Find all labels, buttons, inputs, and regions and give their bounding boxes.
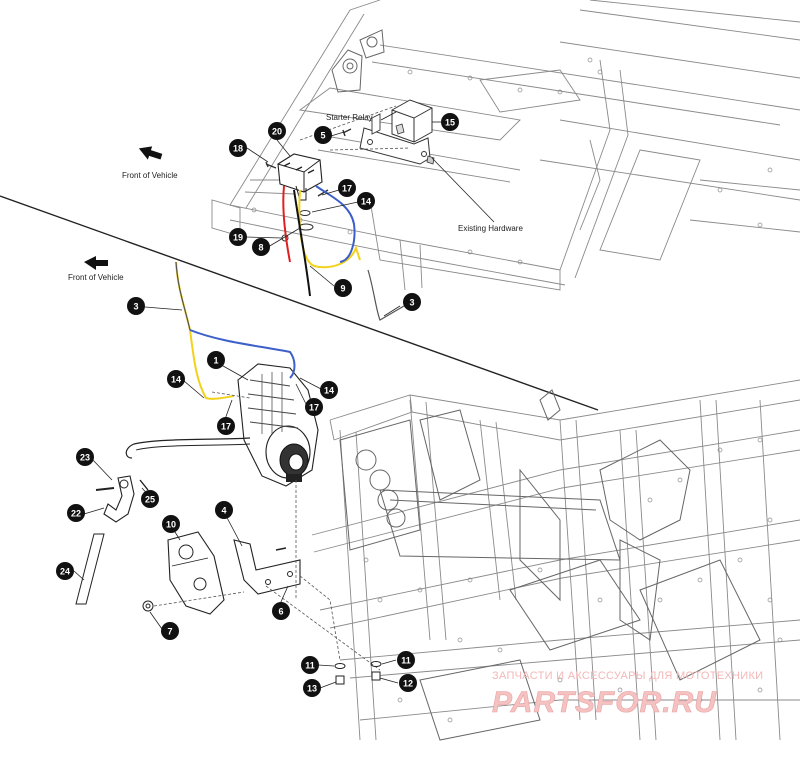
svg-text:18: 18 bbox=[233, 144, 243, 154]
callout-9: 9 bbox=[334, 279, 352, 297]
svg-text:9: 9 bbox=[340, 284, 345, 294]
bolt-hardware-part bbox=[334, 661, 382, 685]
upper-leader-lines bbox=[245, 111, 495, 317]
svg-text:12: 12 bbox=[403, 679, 413, 689]
svg-text:22: 22 bbox=[71, 509, 81, 519]
front-of-vehicle-label-top: Front of Vehicle bbox=[122, 171, 178, 180]
front-of-vehicle-label-left: Front of Vehicle bbox=[68, 273, 124, 282]
callout-20: 20 bbox=[268, 122, 286, 140]
callout-markers: 20 18 5 15 17 14 19 8 9 3 3 1 14 14 17 1… bbox=[56, 113, 459, 697]
callout-17-left: 17 bbox=[217, 417, 235, 435]
svg-text:15: 15 bbox=[445, 118, 455, 128]
svg-text:11: 11 bbox=[401, 656, 411, 666]
svg-text:8: 8 bbox=[258, 243, 263, 253]
svg-text:14: 14 bbox=[324, 386, 334, 396]
lower-wiring bbox=[175, 261, 296, 400]
winch-assembly-part bbox=[125, 363, 319, 487]
svg-text:5: 5 bbox=[320, 131, 325, 141]
svg-text:24: 24 bbox=[60, 567, 70, 577]
callout-15: 15 bbox=[441, 113, 459, 131]
callout-17-top: 17 bbox=[338, 179, 356, 197]
lower-chassis-frame bbox=[311, 379, 800, 741]
callout-11-right: 11 bbox=[397, 651, 415, 669]
svg-text:7: 7 bbox=[167, 627, 172, 637]
callout-14-left: 14 bbox=[167, 370, 185, 388]
svg-text:6: 6 bbox=[278, 607, 283, 617]
svg-text:17: 17 bbox=[342, 184, 352, 194]
callout-1: 1 bbox=[207, 351, 225, 369]
front-arrow-icon-left bbox=[84, 256, 108, 270]
callout-7: 7 bbox=[161, 622, 179, 640]
svg-text:11: 11 bbox=[305, 661, 315, 671]
callout-25: 25 bbox=[141, 490, 159, 508]
svg-text:14: 14 bbox=[361, 197, 371, 207]
winch-hook-part bbox=[75, 475, 149, 605]
assembly-dashes bbox=[153, 391, 381, 671]
mount-bracket-10-part bbox=[142, 531, 225, 615]
watermark-logo-text: PARTSFOR.RU bbox=[492, 686, 717, 719]
upper-chassis-frame bbox=[211, 0, 800, 291]
svg-text:23: 23 bbox=[80, 453, 90, 463]
callout-22: 22 bbox=[67, 504, 85, 522]
starter-relay-part bbox=[359, 99, 435, 165]
mount-plate-4-part bbox=[233, 539, 301, 595]
starter-relay-label: Starter Relay bbox=[326, 113, 373, 122]
winch-contactor-part bbox=[265, 128, 352, 242]
callout-18: 18 bbox=[229, 139, 247, 157]
callout-10: 10 bbox=[162, 515, 180, 533]
svg-text:13: 13 bbox=[307, 684, 317, 694]
callout-13: 13 bbox=[303, 679, 321, 697]
svg-text:4: 4 bbox=[221, 506, 226, 516]
watermark-tagline: ЗАПЧАСТИ И АКСЕССУАРЫ ДЛЯ МОТОТЕХНИКИ bbox=[492, 670, 763, 682]
callout-12: 12 bbox=[399, 674, 417, 692]
svg-text:25: 25 bbox=[145, 495, 155, 505]
svg-text:1: 1 bbox=[213, 356, 218, 366]
callout-5: 5 bbox=[314, 126, 332, 144]
svg-text:14: 14 bbox=[171, 375, 181, 385]
svg-text:3: 3 bbox=[133, 302, 138, 312]
callout-3-top: 3 bbox=[403, 293, 421, 311]
svg-text:17: 17 bbox=[221, 422, 231, 432]
callout-4: 4 bbox=[215, 501, 233, 519]
section-divider-line bbox=[0, 195, 599, 411]
callout-23: 23 bbox=[76, 448, 94, 466]
upper-wiring bbox=[282, 185, 405, 321]
callout-19: 19 bbox=[229, 228, 247, 246]
callout-14-top: 14 bbox=[357, 192, 375, 210]
svg-text:17: 17 bbox=[309, 403, 319, 413]
callout-6: 6 bbox=[272, 602, 290, 620]
svg-text:10: 10 bbox=[166, 520, 176, 530]
svg-text:20: 20 bbox=[272, 127, 282, 137]
callout-14-right: 14 bbox=[320, 381, 338, 399]
callout-24: 24 bbox=[56, 562, 74, 580]
callout-8: 8 bbox=[252, 238, 270, 256]
callout-11-left: 11 bbox=[301, 656, 319, 674]
svg-text:3: 3 bbox=[409, 298, 414, 308]
svg-text:19: 19 bbox=[233, 233, 243, 243]
callout-17-right: 17 bbox=[305, 398, 323, 416]
existing-hardware-label: Existing Hardware bbox=[458, 224, 523, 233]
front-arrow-icon-top bbox=[138, 146, 163, 160]
watermark: ЗАПЧАСТИ И АКСЕССУАРЫ ДЛЯ МОТОТЕХНИКИ PA… bbox=[492, 670, 763, 719]
callout-3-left: 3 bbox=[127, 297, 145, 315]
